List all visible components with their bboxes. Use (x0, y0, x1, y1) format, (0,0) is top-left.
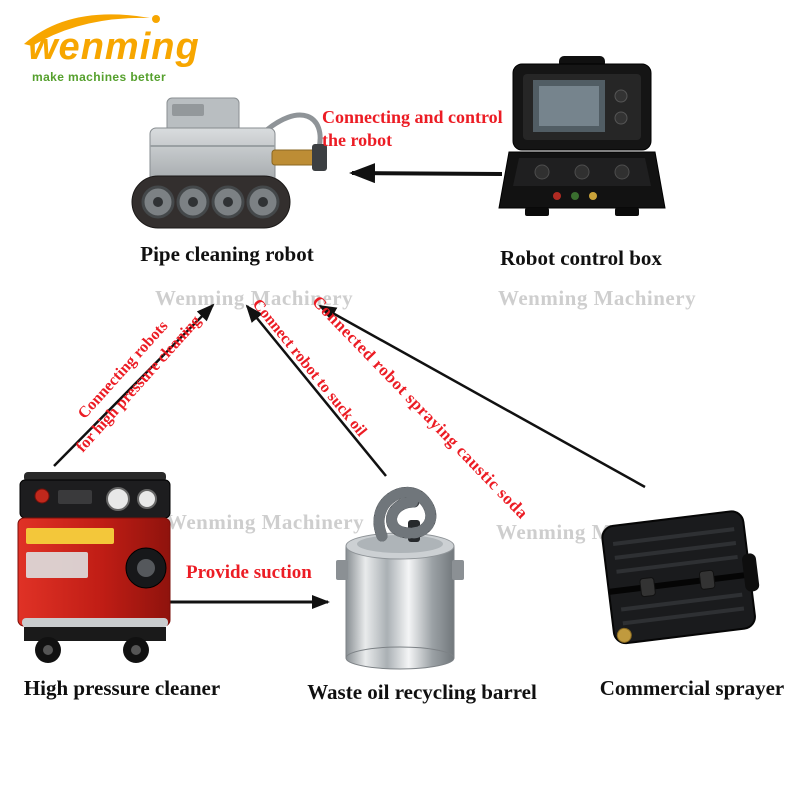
label-high-pressure-cleaner: High pressure cleaner (23, 676, 221, 700)
arrow-sprayer-to-robot (318, 304, 646, 489)
label-waste-oil-recycling-barrel: Waste oil recycling barrel (307, 680, 537, 704)
label-commercial-sprayer: Commercial sprayer (599, 676, 785, 700)
arrow-controlbox-to-robot (349, 163, 503, 184)
watermark-text: Wenming Machinery (166, 510, 365, 534)
pipe-cleaning-robot-illustration (131, 97, 327, 229)
high-pressure-cleaner-illustration (17, 472, 171, 663)
brand-name: wenming (28, 26, 200, 68)
arrow-cleaner-to-robot (53, 303, 215, 467)
watermark-text: Wenming Machinery (498, 286, 697, 310)
note-connect-and-control: Connecting and control the robot (322, 106, 503, 152)
robot-control-box-illustration (498, 56, 666, 216)
waste-oil-recycling-barrel-illustration (336, 486, 464, 670)
arrow-barrel-to-robot (245, 304, 387, 477)
commercial-sprayer-illustration (601, 510, 760, 645)
logo-swoosh-icon (24, 14, 160, 46)
brand-tagline: make machines better (32, 70, 167, 84)
brand-logo: wenming make machines better (18, 10, 218, 94)
note-connect-and-control-line2: the robot (322, 130, 393, 150)
label-pipe-cleaning-robot: Pipe cleaning robot (140, 242, 314, 266)
note-connect-and-control-line1: Connecting and control (322, 107, 503, 127)
note-provide-suction: Provide suction (186, 562, 312, 583)
label-robot-control-box: Robot control box (500, 246, 662, 270)
